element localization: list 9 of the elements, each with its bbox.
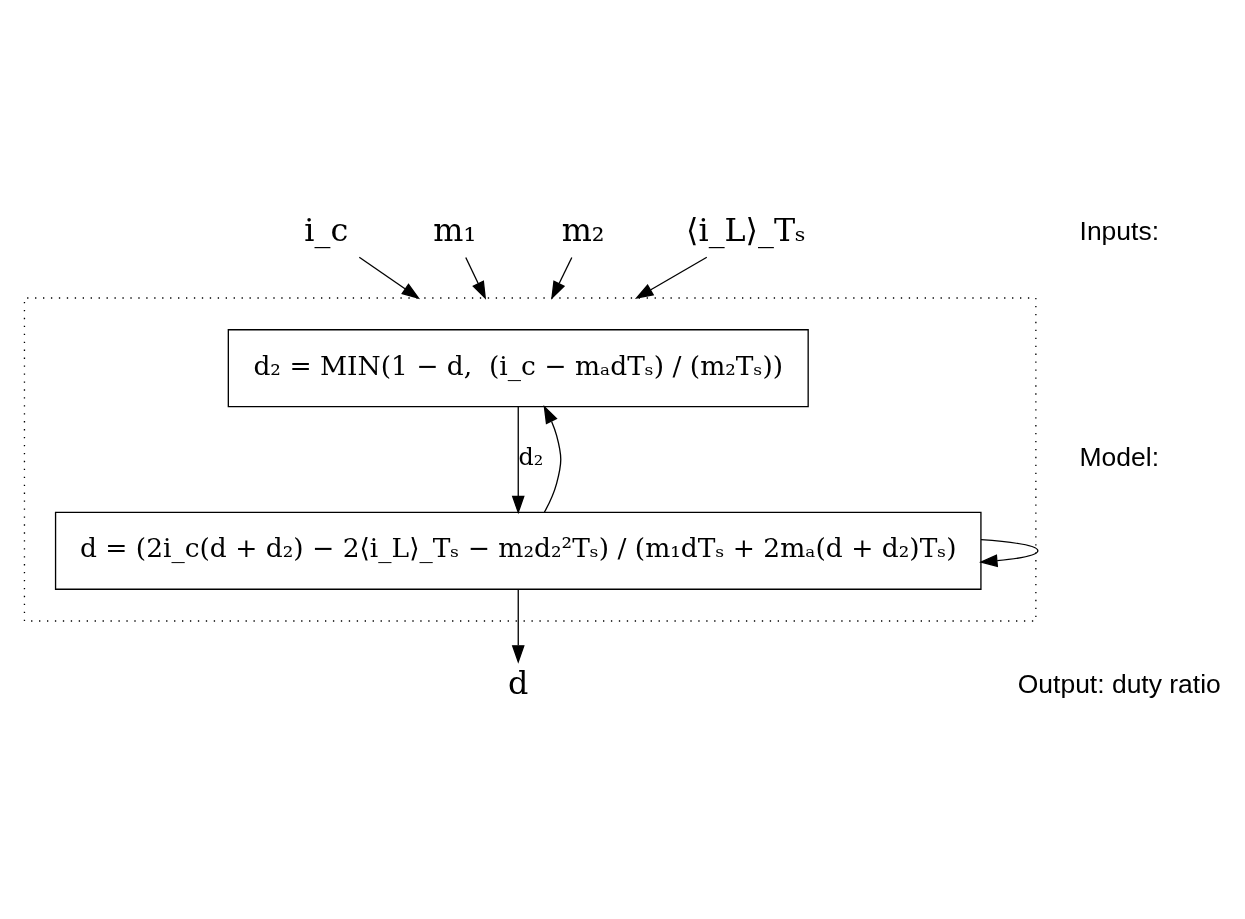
label: Model: [1079,442,1159,473]
node-text: d [508,665,529,702]
node-text: i_c [304,212,349,249]
edge-label: d₂ [518,443,544,472]
label: Inputs: [1079,215,1159,246]
node-text: m₁ [433,212,477,249]
label: Output: duty ratio [1017,668,1221,699]
node-text: ⟨i_L⟩_Tₛ [686,212,806,249]
node-text: m₂ [561,212,605,249]
